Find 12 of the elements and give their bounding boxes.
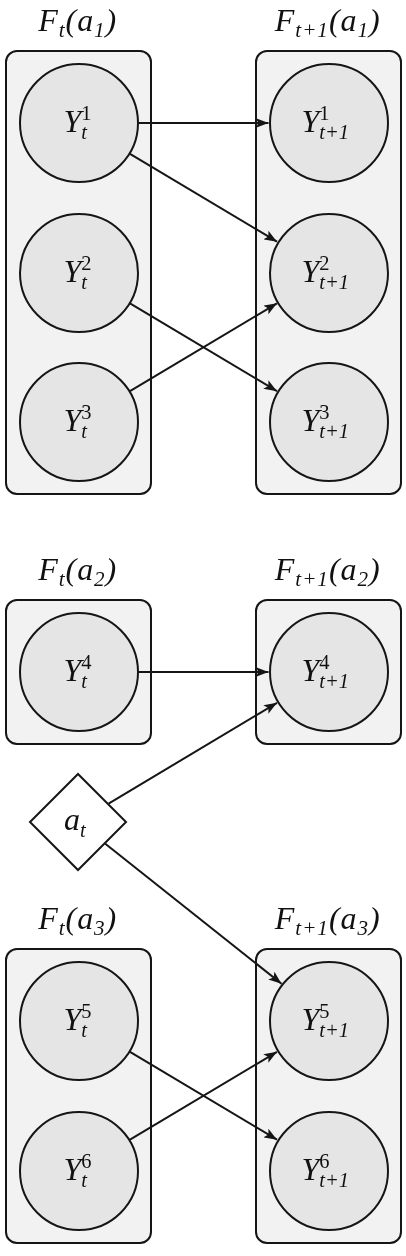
group-title: F$_{t}$(a$_{1}$): [38, 4, 119, 42]
arrow: [107, 701, 278, 805]
variable-label: a$_{t}$: [63, 803, 87, 841]
arrow: [137, 118, 270, 128]
arrow: [129, 152, 278, 243]
group-title: F$_{t}$(a$_{3}$): [38, 902, 119, 940]
group-title: F$_{t+1}$(a$_{3}$): [274, 902, 382, 940]
arrow: [104, 842, 283, 985]
group-title: F$_{t}$(a$_{2}$): [38, 553, 119, 591]
arrow: [137, 667, 270, 677]
group-title: F$_{t+1}$(a$_{1}$): [274, 4, 382, 42]
group-title: F$_{t+1}$(a$_{2}$): [274, 553, 382, 591]
